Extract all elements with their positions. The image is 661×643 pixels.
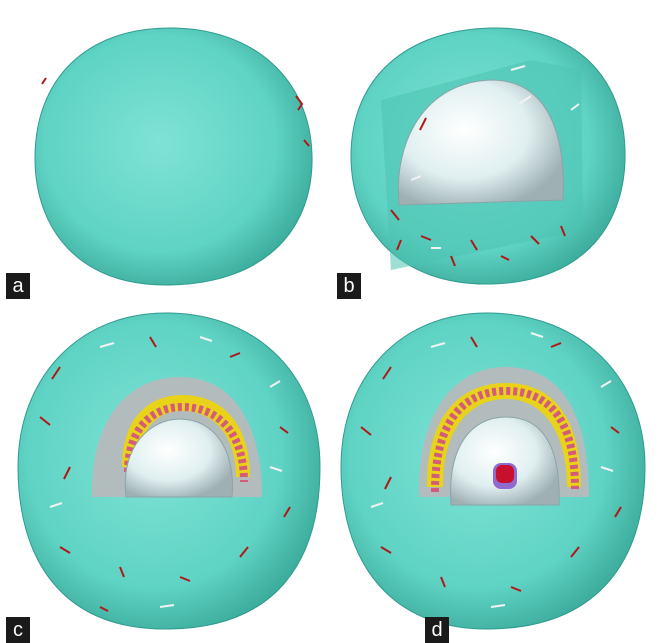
panel-label-d: d: [425, 617, 449, 643]
panel-label-b: b: [337, 273, 361, 299]
panel-d: d: [331, 307, 661, 643]
panel-label-a: a: [6, 273, 30, 299]
panel-divider-horizontal: [0, 305, 661, 307]
panel-a-image: [0, 0, 329, 305]
panel-label-c: c: [6, 617, 30, 643]
panel-c: c: [0, 307, 329, 643]
panel-a: a: [0, 0, 329, 305]
panel-d-image: [331, 307, 661, 643]
nucleus-core: [496, 465, 514, 483]
panel-b-image: [331, 0, 661, 305]
outer-shell: [35, 28, 312, 285]
panel-b: b: [331, 0, 661, 305]
panel-c-image: [0, 307, 329, 643]
panel-divider-vertical: [329, 0, 331, 643]
